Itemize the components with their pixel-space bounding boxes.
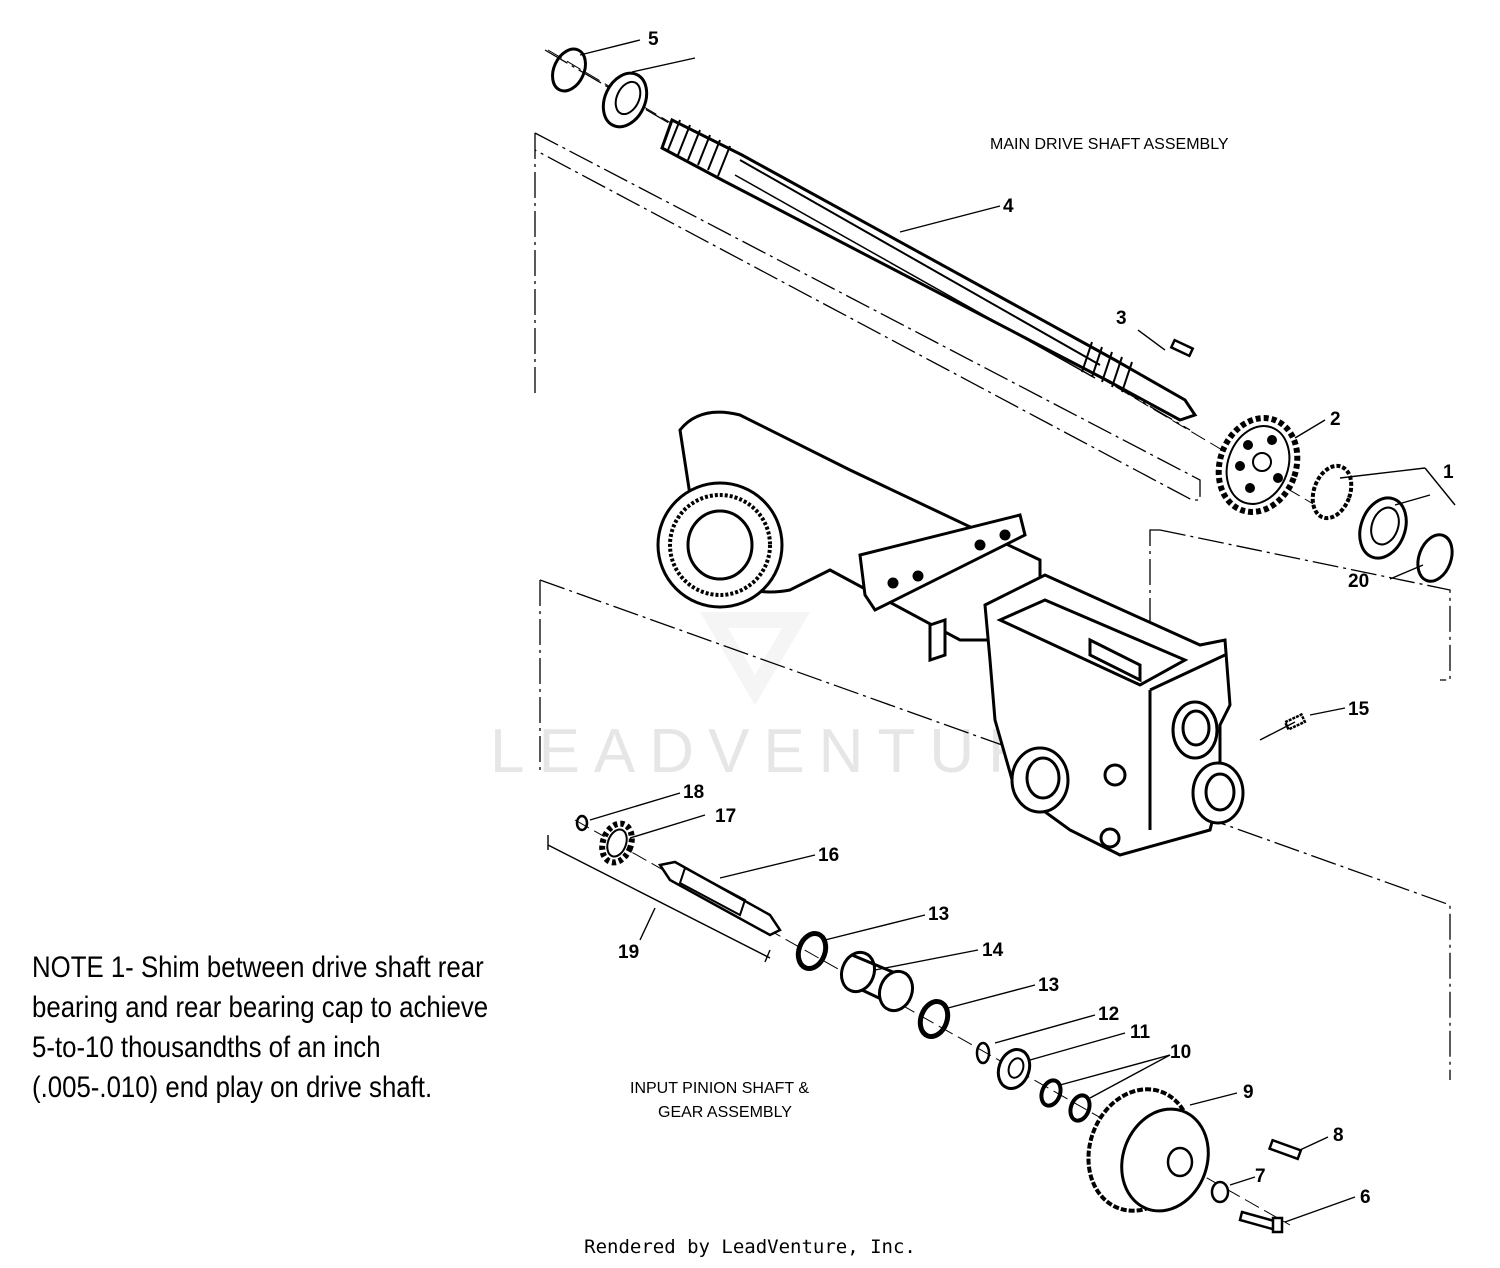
part-6-bolt xyxy=(1238,1210,1284,1234)
leader-lines xyxy=(547,39,1456,1223)
callout-10: 10 xyxy=(1170,1042,1191,1063)
input-pinion-shaft-label-line2: GEAR ASSEMBLY xyxy=(658,1104,792,1121)
callout-9: 9 xyxy=(1243,1082,1254,1103)
part-5-snap-ring xyxy=(551,47,587,93)
callout-15: 15 xyxy=(1348,699,1370,720)
part-12-e-clip xyxy=(975,1041,991,1065)
input-pinion-shaft-label-line1: INPUT PINION SHAFT & xyxy=(630,1080,809,1097)
callout-20: 20 xyxy=(1348,571,1369,592)
callout-18: 18 xyxy=(683,782,704,803)
axle-housing xyxy=(656,410,1042,663)
callout-8: 8 xyxy=(1333,1125,1344,1146)
callout-17: 17 xyxy=(715,806,736,827)
callout-4: 4 xyxy=(1003,196,1014,217)
callout-13-b: 13 xyxy=(1038,975,1059,996)
part-4-main-drive-shaft xyxy=(660,117,1198,422)
callout-2: 2 xyxy=(1330,409,1341,430)
part-bearing-cup-front xyxy=(601,71,649,129)
part-8-key xyxy=(1267,1138,1303,1161)
callout-12: 12 xyxy=(1098,1004,1119,1025)
part-2-spur-gear xyxy=(1215,415,1301,515)
note-1-shim-instructions: NOTE 1- Shim between drive shaft rear be… xyxy=(32,951,489,1104)
part-16-input-shaft xyxy=(657,860,782,937)
callout-1: 1 xyxy=(1443,462,1454,483)
part-11-bearing xyxy=(996,1048,1032,1090)
part-9-pulley xyxy=(1086,1087,1210,1213)
callout-numbers: 5 4 3 2 1 20 15 18 17 16 13 19 14 13 12 … xyxy=(618,29,1454,1208)
part-14-spacer xyxy=(839,950,920,1013)
part-3-key xyxy=(1169,338,1195,358)
callout-5: 5 xyxy=(648,29,659,50)
transmission-case xyxy=(983,573,1245,857)
callout-7: 7 xyxy=(1255,1166,1266,1187)
part-13-washer-a xyxy=(795,931,829,971)
watermark-text: LEADVENTURE xyxy=(490,717,1102,786)
callout-3: 3 xyxy=(1116,308,1127,329)
part-13-washer-b xyxy=(917,999,951,1039)
part-17-pinion-gear xyxy=(599,820,635,866)
part-10-washers xyxy=(1039,1078,1092,1123)
callout-14: 14 xyxy=(982,940,1004,961)
part-1-rear-bearing xyxy=(1310,463,1408,560)
callout-16: 16 xyxy=(818,845,839,866)
part-18-e-clip xyxy=(575,814,589,832)
part-7-washer xyxy=(1210,1180,1230,1204)
callout-13-a: 13 xyxy=(928,904,949,925)
callout-6: 6 xyxy=(1360,1187,1371,1208)
callout-19: 19 xyxy=(618,942,639,963)
main-drive-shaft-assembly-label: MAIN DRIVE SHAFT ASSEMBLY xyxy=(990,136,1229,153)
callout-11: 11 xyxy=(1130,1022,1151,1043)
part-20-snap-ring xyxy=(1416,533,1454,583)
watermark-logo xyxy=(700,612,810,705)
footer-credit: Rendered by LeadVenture, Inc. xyxy=(584,1236,916,1258)
